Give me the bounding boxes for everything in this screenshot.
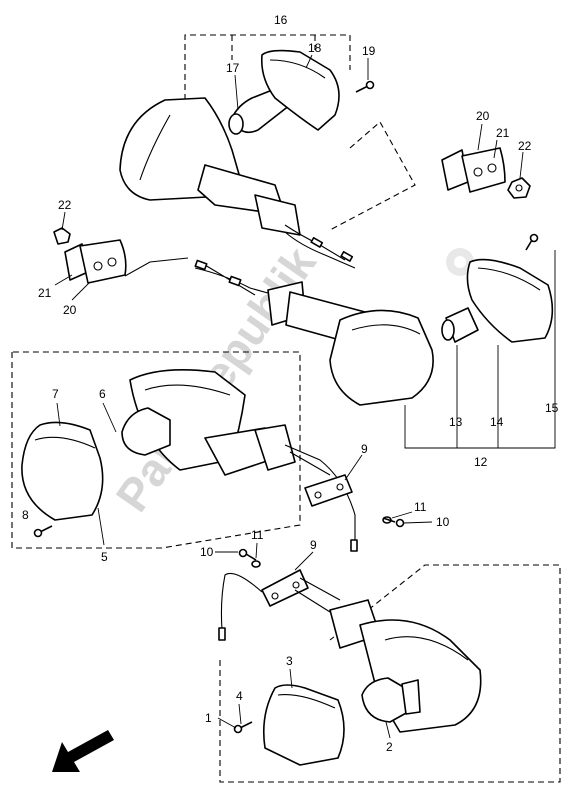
front-direction-arrow-icon — [52, 730, 114, 772]
label-20-left: 20 — [63, 303, 77, 317]
label-21-left: 21 — [38, 286, 52, 300]
middle-right-turn-signal-assembly — [194, 233, 556, 449]
label-20-right: 20 — [476, 109, 490, 123]
label-15: 15 — [545, 401, 559, 415]
label-16: 16 — [274, 13, 288, 27]
label-21-right: 21 — [496, 126, 510, 140]
label-9-middle: 9 — [361, 442, 368, 456]
label-11-lower: 11 — [251, 528, 264, 542]
middle-left-turn-signal-assembly — [11, 351, 358, 552]
label-8: 8 — [22, 508, 29, 522]
top-turn-signal-assembly — [119, 34, 416, 269]
label-22-right: 22 — [518, 139, 532, 153]
label-10-lower: 10 — [200, 545, 214, 559]
screw-15 — [525, 233, 539, 251]
lens-14 — [466, 258, 554, 343]
watermark-gear-icon — [446, 248, 474, 276]
label-12: 12 — [474, 455, 488, 469]
screw-19 — [355, 80, 375, 93]
label-19: 19 — [362, 44, 376, 58]
screw-10-middle — [382, 517, 405, 528]
lens-7 — [21, 421, 104, 521]
grommet-set-right — [441, 147, 531, 199]
label-7: 7 — [52, 387, 59, 401]
assembly-1-dashed-frame — [219, 564, 561, 783]
leader-lines — [54, 54, 524, 739]
label-3: 3 — [286, 654, 293, 668]
label-5: 5 — [101, 550, 108, 564]
label-2: 2 — [386, 740, 393, 754]
screw-8 — [33, 525, 53, 538]
washer-21-right — [461, 147, 506, 193]
lens-3 — [262, 684, 345, 766]
screw-4 — [233, 721, 253, 734]
washer-21-left — [79, 239, 127, 284]
label-11-middle: 11 — [414, 500, 427, 514]
part-labels: 16 17 18 19 20 21 22 22 21 20 7 6 8 5 9 … — [22, 13, 559, 754]
label-4: 4 — [236, 689, 243, 703]
label-18: 18 — [308, 41, 322, 55]
lens-top — [260, 49, 340, 131]
bracket-plate-9-middle — [304, 474, 405, 528]
label-22-left: 22 — [58, 198, 72, 212]
label-10-middle: 10 — [436, 515, 450, 529]
label-1: 1 — [205, 711, 212, 725]
label-6: 6 — [99, 387, 106, 401]
label-14: 14 — [490, 415, 504, 429]
assembly-5-dashed-frame — [11, 351, 301, 549]
washer-11-lower — [251, 560, 261, 568]
label-9-lower: 9 — [310, 538, 317, 552]
label-17: 17 — [226, 61, 240, 75]
grommet-set-left — [53, 227, 189, 284]
bulb-6 — [121, 407, 171, 456]
nut-22-left — [53, 227, 71, 245]
label-13: 13 — [449, 415, 463, 429]
bottom-turn-signal-assembly — [218, 548, 561, 783]
turn-signal-housing-middle — [329, 309, 434, 406]
bracket-plate-9-lower — [261, 569, 309, 607]
nut-22-right — [507, 177, 531, 199]
screw-10-lower — [238, 548, 257, 561]
